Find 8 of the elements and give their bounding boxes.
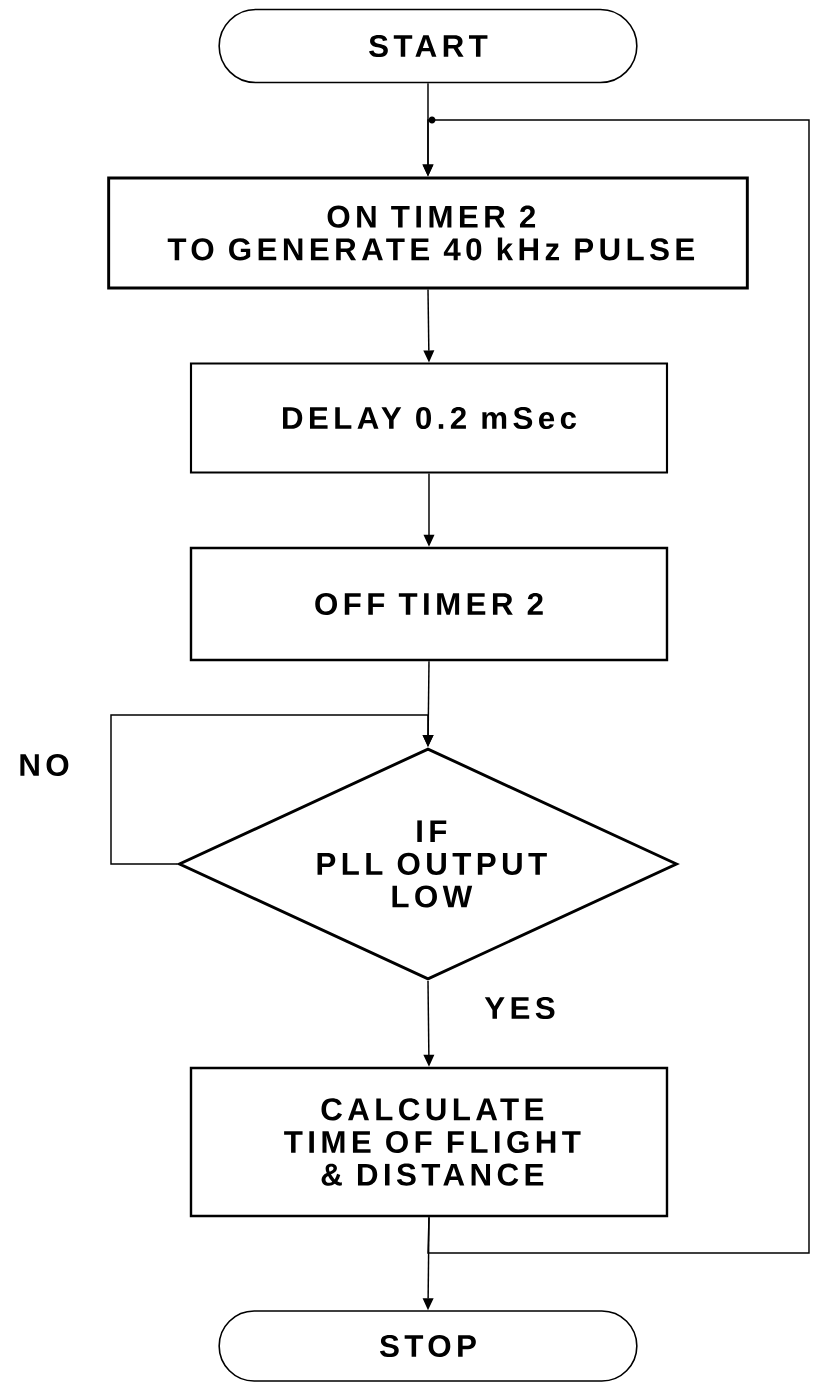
edge-label: NO [15, 751, 73, 779]
arrow [422, 116, 810, 1254]
arrow [110, 714, 434, 865]
process-box: DELAY 0.2 mSec [189, 362, 669, 474]
edge-label: YES [481, 994, 559, 1022]
process-box: CALCULATE TIME OF FLIGHT & DISTANCE [189, 1066, 669, 1218]
process-box: OFF TIMER 2 [189, 546, 669, 662]
process-box: ON TIMER 2 TO GENERATE 40 kHz PULSE [107, 176, 749, 290]
